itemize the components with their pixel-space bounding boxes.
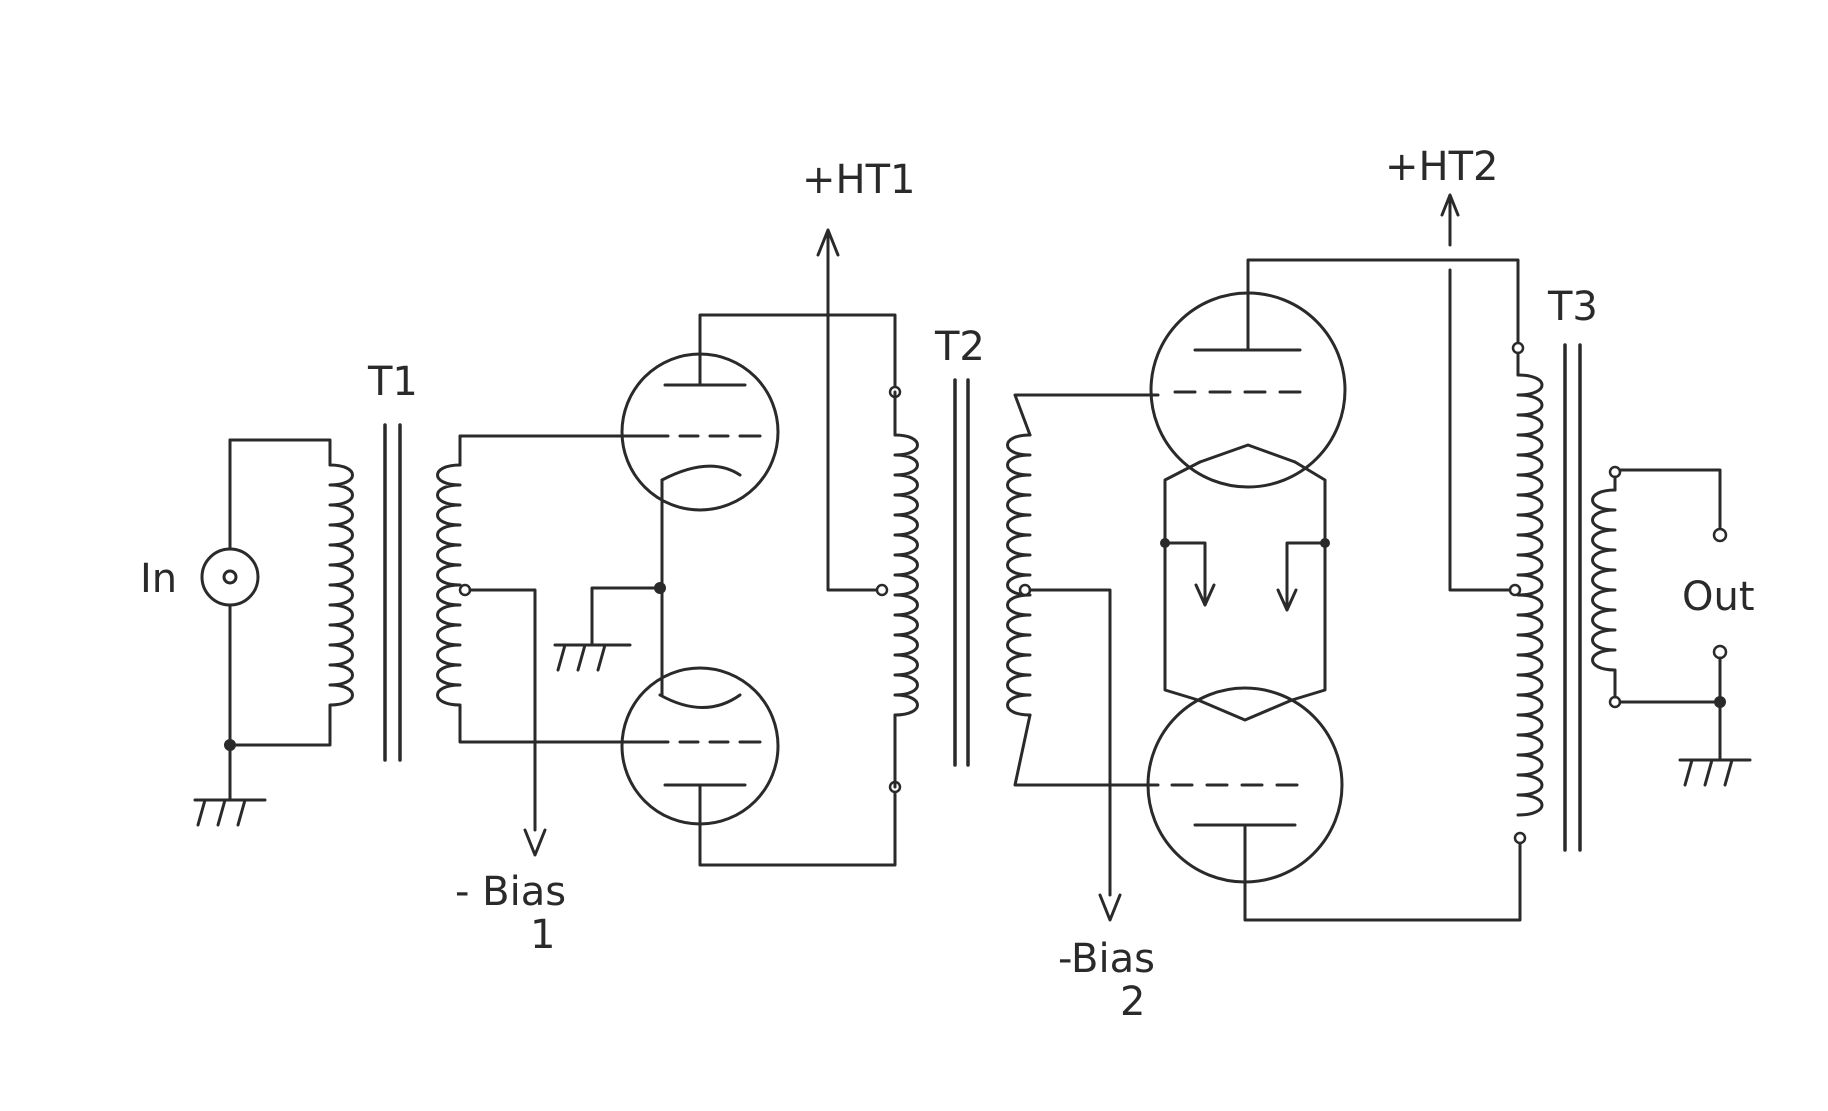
t3-label: T3	[1547, 284, 1598, 330]
t3-primary-bottom-pin	[1513, 831, 1527, 845]
ground-symbol-stage1	[553, 643, 632, 672]
tube-v2-cathode	[658, 693, 742, 709]
tube-v1-cathode	[660, 464, 742, 482]
filament-wire-right	[1290, 460, 1327, 702]
t2-core	[953, 378, 970, 767]
ht2-arrow	[1440, 193, 1460, 247]
v2-plate-wire	[698, 783, 897, 867]
ht2-label: +HT2	[1385, 144, 1498, 190]
bias1-arrow	[523, 828, 547, 857]
t2-centre-tap	[875, 583, 889, 597]
t1-secondary-coil	[436, 463, 462, 717]
bias1-wire	[468, 588, 537, 832]
v3-plate-wire	[1246, 258, 1520, 352]
output-wire-top	[1618, 468, 1722, 532]
output-terminal-bottom	[1712, 644, 1728, 660]
bias1-number: 1	[530, 912, 555, 958]
ground-symbol-output	[1678, 758, 1752, 787]
t2-label: T2	[934, 324, 985, 370]
v1-plate-wire	[698, 313, 897, 394]
filament-arrow-right	[1276, 541, 1327, 612]
t1-label: T1	[367, 359, 418, 405]
output-ground-node	[1714, 696, 1726, 708]
input-label: In	[140, 556, 177, 602]
tube-v4-filament	[1196, 698, 1294, 722]
t1-primary-coil	[328, 463, 354, 717]
ground-symbol-input	[193, 798, 267, 827]
filament-wire-left	[1163, 460, 1202, 702]
ht2-wire	[1448, 268, 1512, 592]
bias2-wire	[1028, 588, 1112, 897]
t2-secondary-bottom-lead	[1013, 713, 1160, 787]
output-terminal-top	[1712, 527, 1728, 543]
t3-primary-coil	[1516, 373, 1544, 817]
input-jack-outer	[200, 547, 260, 607]
stage1-ground-wire	[590, 586, 662, 647]
t3-secondary-coil	[1591, 488, 1617, 699]
t2-secondary-top-lead	[1013, 393, 1160, 437]
t3-core	[1563, 343, 1582, 852]
t1-core	[383, 423, 402, 762]
t1-secondary-bottom-lead	[458, 713, 662, 744]
output-label: Out	[1682, 574, 1755, 620]
filament-arrow-left	[1163, 541, 1216, 607]
t2-secondary-coil	[1006, 433, 1032, 717]
bias2-number: 2	[1120, 979, 1145, 1025]
t1-primary-bottom-lead	[228, 713, 332, 747]
bias2-label: -Bias	[1058, 936, 1155, 982]
ht1-wire	[826, 303, 879, 592]
t1-primary-top-lead	[228, 438, 332, 467]
t1-secondary-top-lead	[458, 434, 662, 467]
ht1-arrow	[816, 228, 840, 307]
t2-primary-coil	[893, 433, 919, 717]
input-section	[193, 438, 332, 827]
t3-centre-tap	[1508, 583, 1522, 597]
input-jack-center	[222, 569, 238, 585]
ht1-label: +HT1	[802, 157, 915, 203]
bias1-label: - Bias	[455, 869, 566, 915]
tube-v3-filament	[1198, 443, 1297, 464]
bias2-arrow	[1098, 893, 1122, 922]
v4-plate-wire	[1243, 823, 1522, 922]
